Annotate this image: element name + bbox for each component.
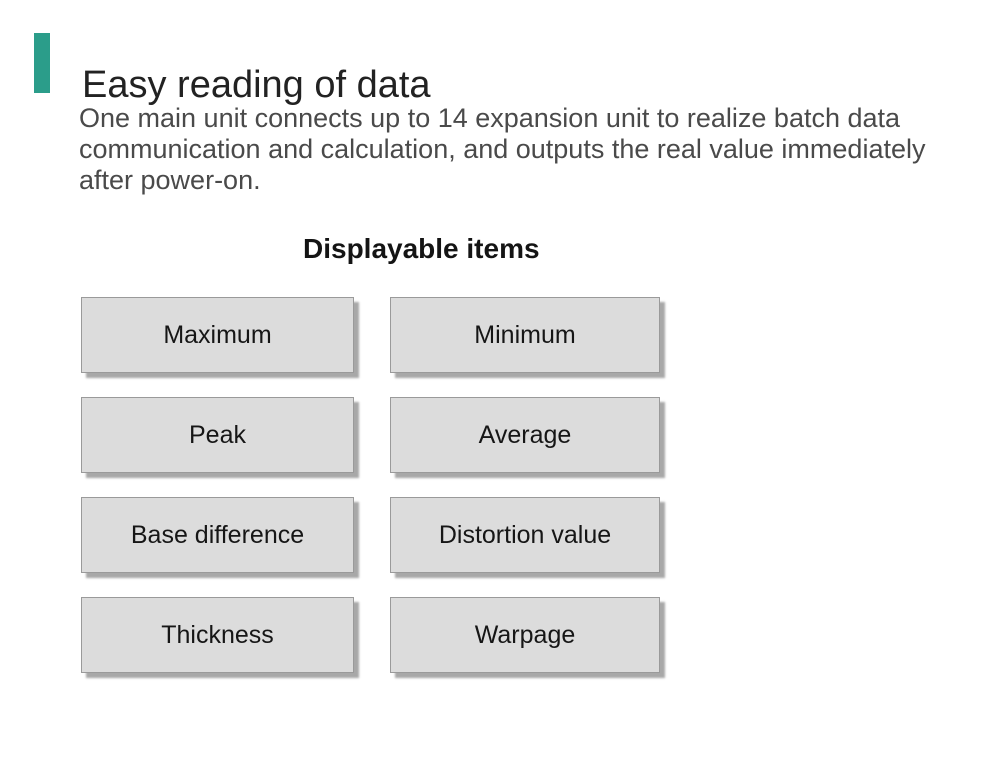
item-button-thickness[interactable]: Thickness xyxy=(81,597,354,673)
description-line: after power-on. xyxy=(79,165,261,195)
item-button-peak[interactable]: Peak xyxy=(81,397,354,473)
page-title: Easy reading of data xyxy=(82,64,431,107)
description-line: communication and calculation, and outpu… xyxy=(79,134,926,164)
description-paragraph: One main unit connects up to 14 expansio… xyxy=(79,103,925,196)
items-grid: Maximum Minimum Peak Average Base differ… xyxy=(81,297,660,673)
description-line: One main unit connects up to 14 expansio… xyxy=(79,103,901,133)
items-heading: Displayable items xyxy=(303,233,540,264)
item-button-maximum[interactable]: Maximum xyxy=(81,297,354,373)
item-button-warpage[interactable]: Warpage xyxy=(390,597,660,673)
item-button-minimum[interactable]: Minimum xyxy=(390,297,660,373)
item-button-base-difference[interactable]: Base difference xyxy=(81,497,354,573)
item-button-distortion-value[interactable]: Distortion value xyxy=(390,497,660,573)
accent-bar xyxy=(34,33,50,93)
item-button-average[interactable]: Average xyxy=(390,397,660,473)
